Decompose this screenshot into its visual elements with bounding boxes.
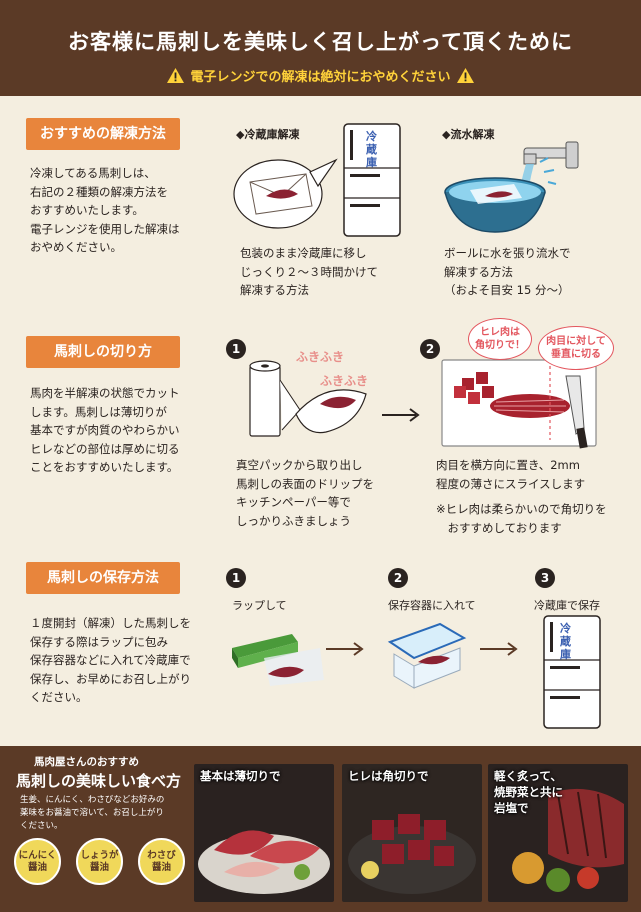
wrap-box-icon [232,634,298,668]
wipe-text-2: ふきふき [320,374,369,388]
fridge-thaw-heading: ◆冷蔵庫解凍 [236,128,300,141]
footer-title: 馬刺しの美味しい食べ方 [16,772,182,790]
cut-step1-description: 真空パックから取り出し 馬刺しの表面のドリップを キッチンペーパー等で しっかり… [236,458,374,528]
photo-cube-cut: ヒレは角切りで [342,764,482,902]
cut-body-text: 馬肉を半解凍の状態でカット します。馬刺しは薄切りが 基本ですが肉質のやわらかい… [30,386,180,474]
storage-container-illustration [387,622,467,689]
fridge-thaw-illustration [233,123,401,237]
photo-seared: 軽く炙って、 焼野菜と共に 岩塩で [488,764,628,902]
warning-text: 電子レンジでの解凍は絶対におやめください [190,70,451,85]
fridge-icon [343,123,401,237]
running-water-illustration [444,141,579,233]
cut-section-label: 馬刺しの切り方 [26,336,180,368]
seared-photo-image [488,764,628,902]
photo-thin-slice-caption: 基本は薄切りで [200,769,281,783]
knife-icon [565,375,588,449]
plastic-wrap-illustration [232,634,324,686]
thaw-section-label: おすすめの解凍方法 [26,118,180,150]
water-thaw-heading: ◆流水解凍 [442,128,495,141]
photo-seared-caption: 軽く炙って、 焼野菜と共に 岩塩で [494,769,563,815]
fridge-storage-illustration [543,615,601,729]
footer-description: 生姜、にんにく、わさびなどお好みの 薬味をお醤油で溶いて、お召し上がり ください… [20,795,165,831]
warning-icon [167,68,185,83]
cube-photo-image [342,764,482,902]
store-step3-label: 冷蔵庫で保存 [534,599,600,612]
store-step1-label: ラップして [232,599,287,612]
warning-icon [456,68,474,83]
fridge-label-storage: 冷蔵庫 [560,622,571,661]
photo-cube-cut-caption: ヒレは角切りで [348,769,429,783]
fridge-label: 冷蔵庫 [366,130,377,169]
cut-step1-number: 1 [226,339,246,359]
container-icon [387,622,467,689]
wasabi-soy-badge: わさび 醤油 [138,838,185,885]
store-arrow-icon-2 [480,642,518,656]
store-step1-number: 1 [226,568,246,588]
cutting-board-illustration [441,359,597,449]
cut-arrow-icon [382,408,420,422]
fillet-cube-bubble: ヒレ肉は 角切りで！ [468,318,532,360]
store-step3-number: 3 [535,568,555,588]
fridge-thaw-description: 包装のまま冷蔵庫に移し じっくり２～３時間かけて 解凍する方法 [240,246,378,297]
photo-thin-slice: 基本は薄切りで [194,764,334,902]
water-thaw-description: ボールに水を張り流水で 解凍する方法 （およそ目安 15 分～） [444,246,571,297]
garlic-soy-badge: にんにく 醤油 [14,838,61,885]
sashimi-photo-image [194,764,334,902]
microwave-warning: 電子レンジでの解凍は絶対におやめください [0,66,641,85]
ginger-soy-badge: しょうが 醤油 [76,838,123,885]
store-step2-number: 2 [388,568,408,588]
paper-towel-illustration [249,360,367,437]
store-section-label: 馬刺しの保存方法 [26,562,180,594]
fridge-icon [543,615,601,729]
faucet-icon [523,141,579,169]
thaw-body-text: 冷凍してある馬刺しは、 右記の２種類の解凍方法を おすすめいたします。 電子レン… [30,166,180,254]
store-step2-label: 保存容器に入れて [388,599,476,612]
page-header: お客様に馬刺しを美味しく召し上がって頂くために 電子レンジでの解凍は絶対におやめ… [0,0,641,96]
page-title: お客様に馬刺しを美味しく召し上がって頂くために [68,30,573,54]
wipe-text-1: ふきふき [296,350,345,364]
cut-step2-number: 2 [420,339,440,359]
cut-step2-note: ※ヒレ肉は柔らかいので角切りを おすすめしております [436,502,607,535]
store-body-text: １度開封（解凍）した馬刺しを 保存する際はラップに包み 保存容器などに入れて冷蔵… [30,616,191,704]
store-arrow-icon-1 [326,642,364,656]
footer-subtitle: 馬肉屋さんのおすすめ [34,756,139,768]
cut-step2-description: 肉目を横方向に置き、2mm 程度の薄さにスライスします [436,458,586,491]
meat-cubes [454,372,494,404]
paper-towel-icon [249,360,301,437]
cut-perpendicular-bubble: 肉目に対して 垂直に切る [538,326,614,370]
